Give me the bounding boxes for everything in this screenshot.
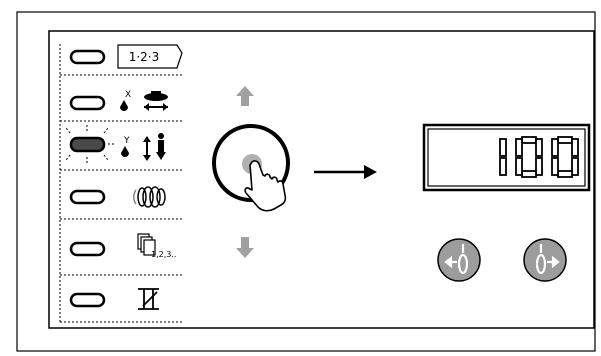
- x-feed-icon: X: [120, 90, 168, 111]
- pointing-hand-icon: [244, 160, 287, 212]
- arrow-right-icon: [314, 165, 377, 179]
- arrow-up-icon: [236, 86, 254, 106]
- digit-segment-b: [571, 138, 579, 157]
- pages-count-icon: 1,2,3..: [137, 233, 176, 259]
- digit-segment-f: [515, 138, 523, 157]
- digit-segment-e: [551, 157, 559, 176]
- digit-segment-d: [521, 170, 537, 178]
- led-indicator-active: [69, 136, 106, 153]
- left-strip-dividers: [59, 44, 182, 323]
- blink-rays: [65, 125, 109, 163]
- needle-right-icon: [535, 244, 560, 275]
- display-digit: [499, 138, 507, 176]
- digit-segment-c: [535, 157, 543, 176]
- led-indicator: [69, 49, 106, 65]
- led-indicator: [69, 95, 106, 111]
- row-y-feed[interactable]: Y: [65, 125, 166, 163]
- count-label: 1,2,3..: [151, 250, 176, 259]
- digit-segment-a: [521, 136, 537, 144]
- row-sequence[interactable]: 1·2·3: [69, 44, 183, 69]
- y-axis-label: Y: [123, 136, 130, 146]
- sequence-number-icon: [117, 44, 183, 69]
- digit-segment-e: [515, 157, 523, 176]
- digit-segment-c: [499, 157, 507, 176]
- x-axis-label: X: [125, 90, 131, 100]
- needle-left-button[interactable]: [437, 238, 481, 282]
- digit-segment-b: [535, 138, 543, 157]
- row-x-feed[interactable]: X: [69, 90, 168, 111]
- row-presser-foot[interactable]: [69, 288, 159, 310]
- row-thread[interactable]: [69, 186, 166, 208]
- display-digit: [515, 136, 543, 178]
- display-digit: [551, 136, 579, 178]
- control-panel-border: [48, 30, 595, 329]
- display-digits: [499, 136, 579, 178]
- presser-foot-icon: [138, 288, 159, 310]
- needle-left-icon: [444, 244, 469, 275]
- led-indicator: [69, 241, 106, 257]
- led-indicator: [69, 189, 106, 205]
- needle-right-button[interactable]: [523, 238, 567, 282]
- row-count[interactable]: 1,2,3..: [69, 233, 176, 259]
- sequence-label: 1·2·3: [129, 50, 160, 64]
- digit-segment-a: [557, 136, 573, 144]
- digit-segment-b: [499, 138, 507, 157]
- rotary-knob[interactable]: [212, 124, 290, 212]
- digit-segment-f: [551, 138, 559, 157]
- digit-segment-d: [557, 170, 573, 178]
- digit-segment-c: [571, 157, 579, 176]
- outer-frame: [16, 11, 596, 352]
- lcd-display: 100: [422, 123, 591, 192]
- y-feed-icon: Y: [121, 133, 166, 161]
- led-indicator: [69, 292, 106, 308]
- arrow-down-icon: [236, 237, 254, 258]
- thread-spool-icon: [133, 186, 166, 208]
